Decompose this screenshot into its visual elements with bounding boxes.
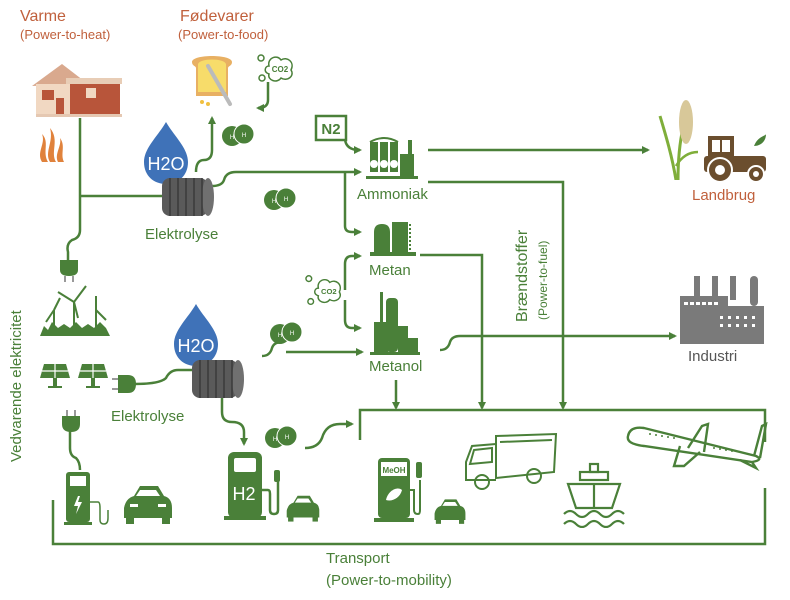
line-ammonia-to-transport	[428, 180, 567, 410]
methane-label: Metan	[369, 262, 411, 279]
line-plug-to-electrolyser	[133, 368, 196, 386]
svg-text:H: H	[278, 333, 282, 339]
svg-text:H: H	[285, 435, 289, 441]
fuels-subtitle: (Power-to-fuel)	[536, 240, 550, 320]
line-h2-to-methane	[343, 172, 362, 236]
solar-panel-icon	[78, 364, 108, 388]
methanol-plant-icon	[370, 292, 420, 355]
fuels-title: Brændstoffer	[514, 229, 531, 322]
svg-text:H2: H2	[232, 484, 255, 504]
electrolyser-top: H2O	[144, 122, 214, 216]
renewables-label: Vedvarende elektricitet	[8, 310, 25, 462]
hydrogen-molecule-icon: H H	[264, 187, 297, 210]
line-electrolyser-to-h2	[220, 392, 248, 446]
co2-cloud-icon: CO2	[305, 275, 341, 306]
plug-icon	[60, 260, 78, 282]
solar-panel-icon	[40, 364, 70, 388]
transport-title: Transport	[326, 550, 390, 567]
hydrogen-molecule-icon: H H	[265, 425, 298, 448]
co2-cloud-icon: CO2	[257, 54, 293, 82]
line-to-food	[194, 116, 216, 173]
ev-charger-icon	[64, 472, 109, 525]
methanol-label: Metanol	[369, 358, 423, 375]
line-co2-to-methanol	[343, 300, 362, 332]
agriculture-label: Landbrug	[692, 187, 756, 204]
water-drop-icon: H2O	[174, 304, 218, 366]
electrolyser-bottom: H2O	[174, 304, 244, 398]
svg-text:MeOH: MeOH	[382, 466, 405, 475]
electrolyser-icon	[192, 360, 244, 398]
ammonia-label: Ammoniak	[357, 186, 428, 203]
transport-frame-bottom	[51, 488, 767, 546]
wheat-icon	[658, 100, 699, 180]
industry-label: Industri	[688, 348, 738, 365]
wind-turbine-icon	[40, 285, 110, 336]
car-icon	[286, 495, 320, 522]
hydrogen-molecule-icon: H H	[222, 123, 255, 146]
svg-text:H: H	[290, 331, 294, 337]
svg-text:H: H	[242, 133, 246, 139]
svg-text:N2: N2	[321, 121, 340, 138]
food-title: Fødevarer	[180, 8, 254, 25]
car-icon	[124, 486, 172, 524]
line-heat-trunk	[66, 118, 82, 262]
ammonia-plant-icon	[366, 137, 418, 179]
svg-text:H: H	[284, 197, 288, 203]
hydrogen-molecule-icon: H H	[270, 321, 303, 344]
truck-icon	[465, 432, 558, 490]
svg-text:CO2: CO2	[272, 65, 289, 74]
heat-flame-icon	[40, 128, 64, 162]
svg-text:H2O: H2O	[177, 336, 214, 356]
svg-text:H: H	[230, 135, 234, 141]
tractor-icon	[704, 134, 766, 183]
airplane-icon	[626, 422, 768, 472]
ship-icon	[563, 462, 625, 528]
svg-text:H2O: H2O	[147, 154, 184, 174]
transport-subtitle: (Power-to-mobility)	[326, 572, 452, 589]
plug-icon	[112, 375, 136, 393]
heat-title: Varme	[20, 8, 66, 25]
svg-text:CO2: CO2	[321, 287, 337, 296]
house-icon	[32, 64, 122, 117]
electrolysis-bottom-label: Elektrolyse	[111, 408, 185, 425]
line-plug-to-charger	[68, 428, 82, 471]
nitrogen-box-icon: N2	[314, 114, 348, 142]
electrolysis-top-label: Elektrolyse	[145, 226, 219, 243]
line-methanol-to-industry	[439, 332, 677, 352]
h2-pump-icon: H2	[224, 452, 280, 520]
plug-icon	[62, 410, 80, 432]
factory-icon	[680, 276, 764, 344]
food-subtitle: (Power-to-food)	[178, 27, 269, 42]
methane-plant-icon	[370, 222, 416, 256]
toast-icon	[192, 56, 232, 106]
line-h2-to-transport	[304, 420, 354, 450]
line-methane-to-transport	[420, 253, 486, 410]
car-icon	[434, 499, 466, 524]
svg-text:H: H	[273, 437, 277, 443]
water-drop-icon: H2O	[144, 122, 188, 184]
line-h2-to-ammonia	[211, 168, 362, 188]
electrolyser-icon	[162, 178, 214, 216]
meoh-pump-icon: MeOH	[374, 458, 422, 522]
heat-subtitle: (Power-to-heat)	[20, 27, 111, 42]
line-co2-to-methane	[343, 252, 362, 290]
line-co2-to-food	[256, 82, 270, 112]
svg-text:H: H	[272, 199, 276, 205]
